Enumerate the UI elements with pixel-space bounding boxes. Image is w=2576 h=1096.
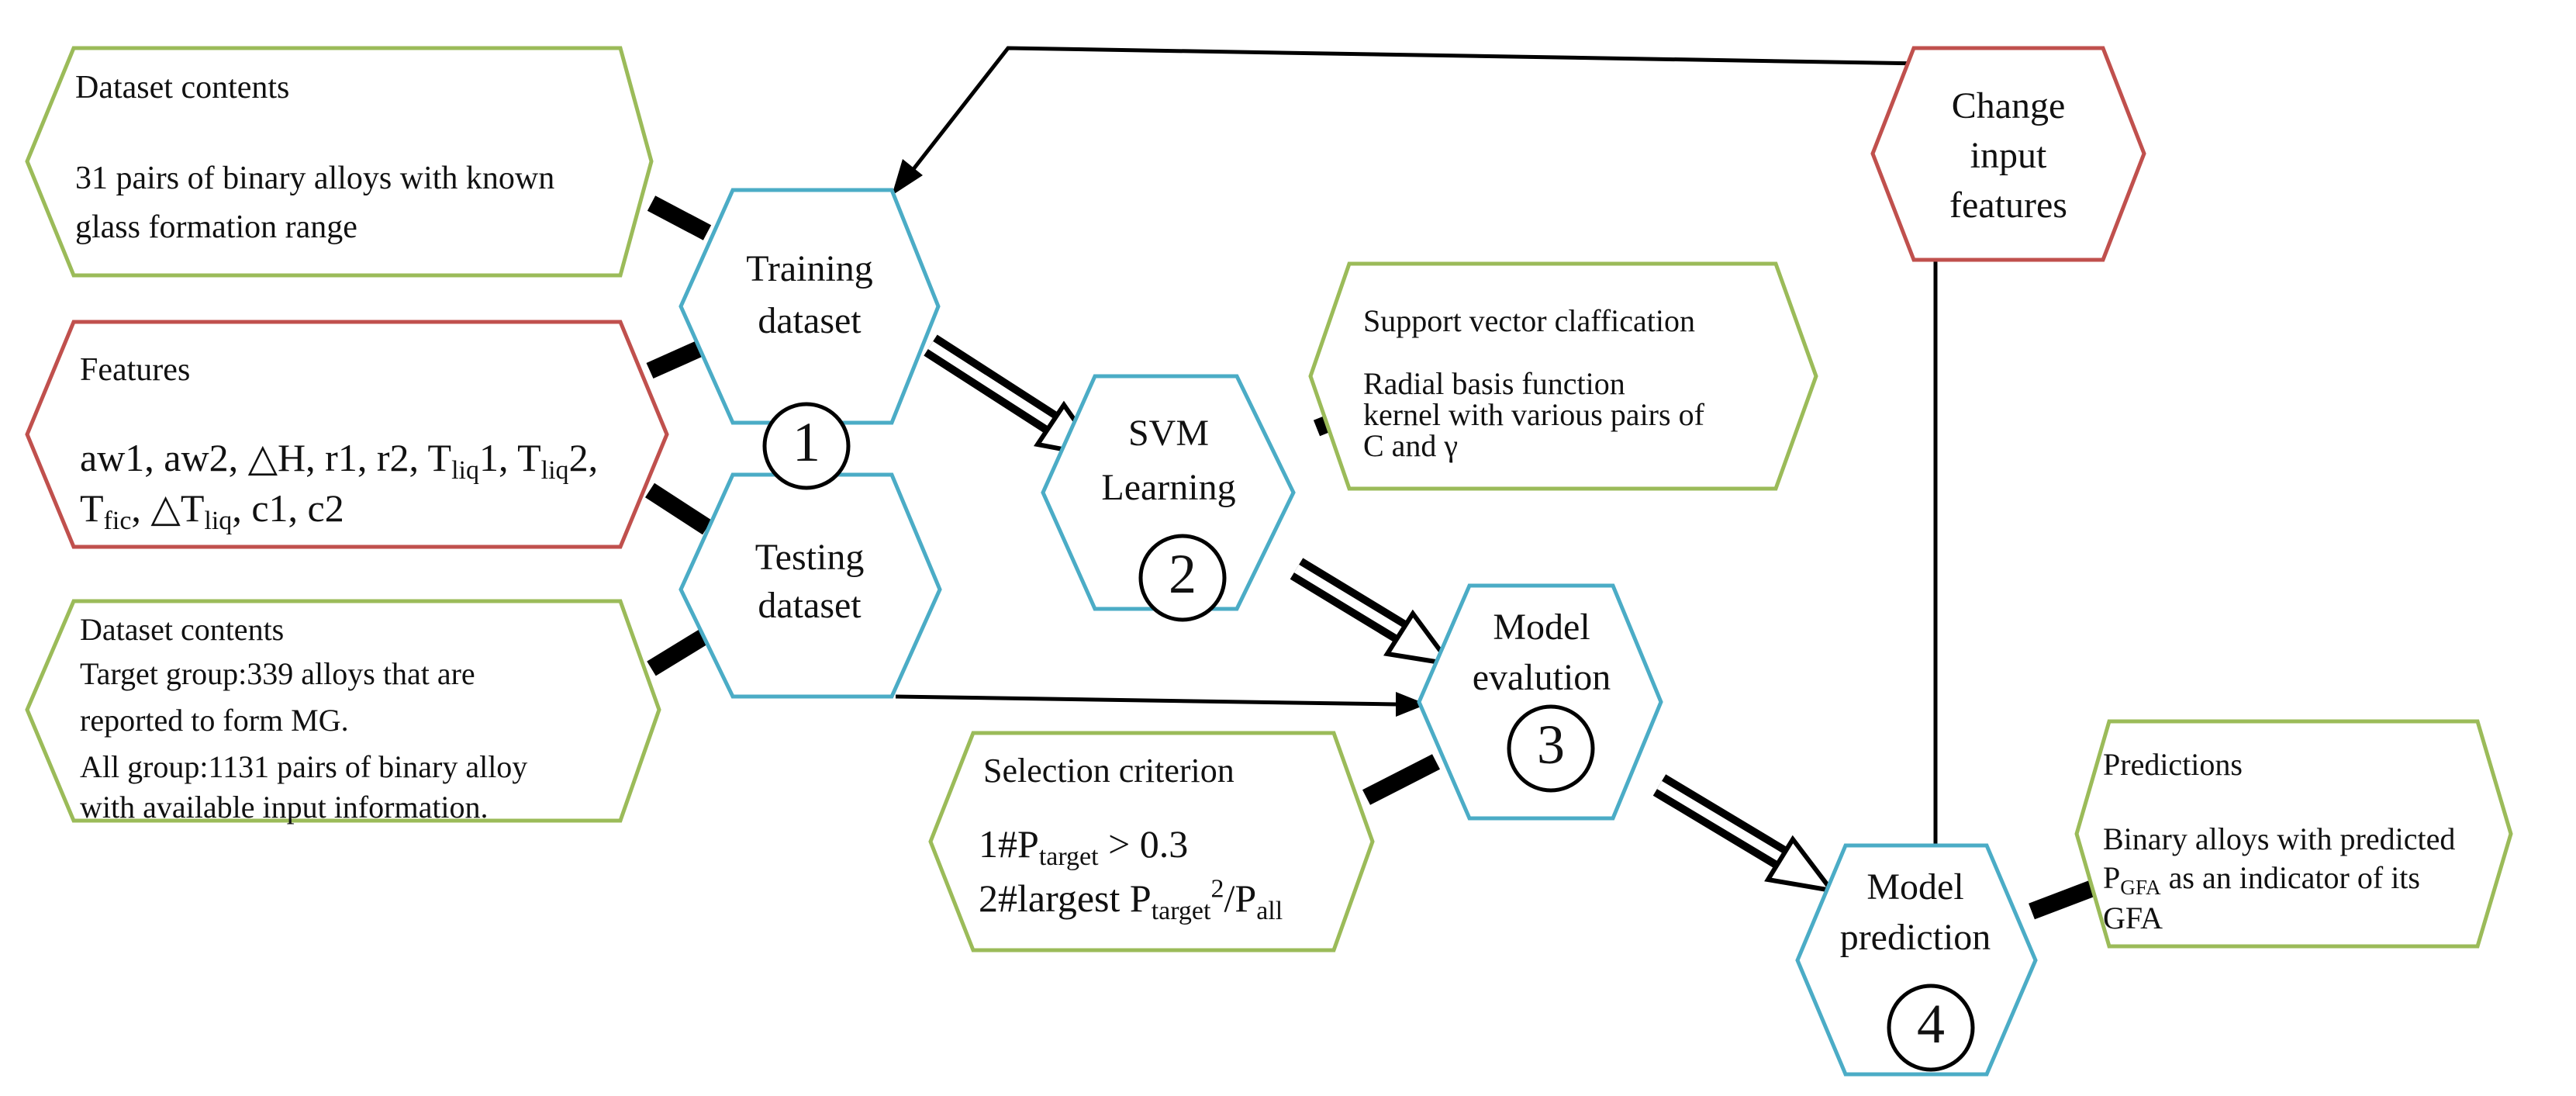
dataset-bottom-line1: Target group:339 alloys that are xyxy=(80,656,475,691)
prediction-line2: prediction xyxy=(1839,917,1991,958)
selection-title: Selection criterion xyxy=(983,752,1234,790)
svc-line3: C and γ xyxy=(1363,428,1459,463)
model-evaluation-hex xyxy=(1417,583,1663,821)
step-1-number: 1 xyxy=(792,411,820,473)
step-4-circle xyxy=(1887,984,1975,1072)
change-input-features-box xyxy=(1870,46,2146,262)
feedback-line xyxy=(912,46,1924,171)
selection-line1: 1#Ptarget > 0.3 xyxy=(979,822,1189,872)
predictions-box xyxy=(2074,719,2513,949)
step-4-number: 4 xyxy=(1917,993,1945,1055)
step-3-circle xyxy=(1507,704,1595,793)
predictions-line2: PGFA as an indicator of its xyxy=(2103,860,2420,900)
svc-line1: Radial basis function xyxy=(1363,366,1625,401)
change-line1: Change xyxy=(1951,85,2066,126)
selection-box xyxy=(928,731,1375,953)
connector-selection-evaluation xyxy=(1362,754,1441,805)
step-3-number: 3 xyxy=(1537,714,1565,776)
dataset-bottom-line3: All group:1131 pairs of binary alloy xyxy=(80,749,528,784)
testing-line1: Testing xyxy=(754,537,865,578)
features-line2: Tfic, △Tliq, c1, c2 xyxy=(80,486,344,536)
dataset-bottom-title: Dataset contents xyxy=(80,612,285,647)
connector-features-testing xyxy=(645,482,712,535)
connector-dataset-training xyxy=(647,195,712,240)
svc-box xyxy=(1308,261,1818,491)
testing-line2: dataset xyxy=(758,585,862,626)
testing-to-evaluation-line xyxy=(895,694,1397,707)
arrow-svm-evaluation xyxy=(1290,558,1455,668)
features-box xyxy=(25,320,669,549)
predictions-line3: GFA xyxy=(2103,901,2163,935)
features-title: Features xyxy=(80,352,191,388)
step-1-circle xyxy=(762,402,851,490)
evaluation-line2: evalution xyxy=(1472,657,1611,698)
prediction-line1: Model xyxy=(1866,866,1964,908)
svm-line1: SVM xyxy=(1127,413,1210,454)
model-prediction-hex xyxy=(1795,843,2038,1077)
svm-learning-hex xyxy=(1041,374,1296,611)
training-dataset-hex xyxy=(679,188,941,425)
step-2-number: 2 xyxy=(1169,543,1196,605)
selection-line2: 2#largest Ptarget2/Pall xyxy=(979,874,1283,926)
change-line2: input xyxy=(1970,135,2047,176)
svm-line2: Learning xyxy=(1101,467,1236,508)
arrowhead-to-training xyxy=(892,159,923,195)
evaluation-line1: Model xyxy=(1493,607,1590,648)
connector-dataset-testing xyxy=(647,627,712,676)
svc-line2: kernel with various pairs of xyxy=(1363,397,1704,432)
arrow-evaluation-prediction xyxy=(1652,774,1837,894)
testing-dataset-hex xyxy=(679,472,942,699)
predictions-title: Predictions xyxy=(2103,747,2243,782)
step-2-circle xyxy=(1138,534,1227,622)
change-line3: features xyxy=(1949,185,2067,226)
dataset-bottom-line2: reported to form MG. xyxy=(80,703,349,738)
training-line1: Training xyxy=(746,248,873,289)
arrowhead-to-evaluation xyxy=(1396,692,1427,717)
dataset-bottom-line4: with available input information. xyxy=(80,790,489,825)
dataset-top-title: Dataset contents xyxy=(75,70,290,105)
predictions-line1: Binary alloys with predicted xyxy=(2103,821,2456,856)
dataset-top-box xyxy=(25,46,654,278)
training-line2: dataset xyxy=(758,300,862,341)
connector-features-training xyxy=(646,337,711,379)
dataset-bottom-box xyxy=(25,599,661,823)
dataset-top-line1: 31 pairs of binary alloys with known xyxy=(75,161,555,196)
dataset-top-line2: glass formation range xyxy=(75,209,357,245)
svc-title: Support vector claffication xyxy=(1363,303,1696,338)
features-line1: aw1, aw2, △H, r1, r2, Tliq1, Tliq2, xyxy=(80,436,599,486)
